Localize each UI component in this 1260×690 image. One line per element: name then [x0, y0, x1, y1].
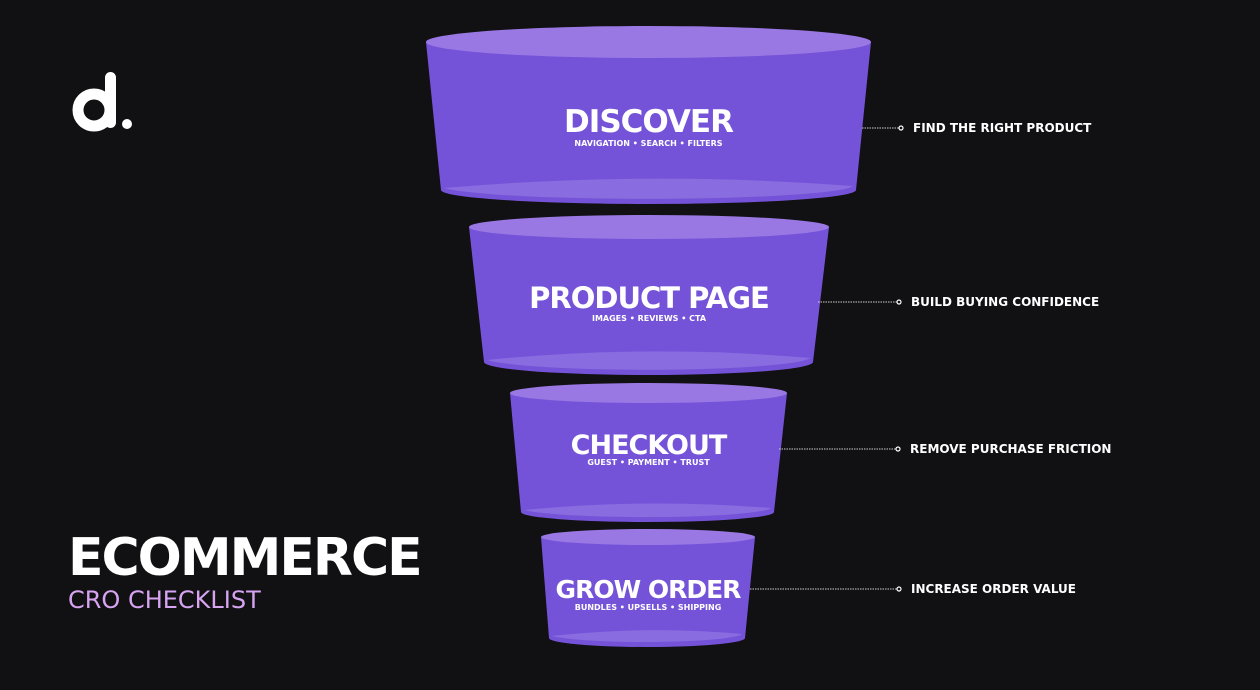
stage-subtitle: GUEST • PAYMENT • TRUST — [587, 458, 710, 467]
funnel-stage-body — [541, 537, 755, 647]
funnel-stage-body — [469, 227, 829, 376]
funnel-stage-body — [426, 42, 871, 205]
connector-dot-icon — [896, 299, 902, 305]
funnel-stage-rim — [541, 529, 755, 545]
page-title: ECOMMERCE — [68, 528, 423, 588]
connector-dot-icon — [898, 125, 904, 131]
stage-note: REMOVE PURCHASE FRICTION — [910, 442, 1111, 456]
page-subtitle: CRO CHECKLIST — [68, 586, 261, 614]
funnel-stage-bottom-highlight — [487, 351, 810, 370]
funnel-stage-rim — [426, 26, 871, 58]
stage-title: PRODUCT PAGE — [529, 281, 769, 315]
funnel-stage-bottom-highlight — [524, 503, 771, 518]
stage-title: DISCOVER — [564, 104, 734, 140]
stage-note: BUILD BUYING CONFIDENCE — [911, 295, 1099, 309]
connector-dot-icon — [895, 446, 901, 452]
stage-title: GROW ORDER — [556, 575, 742, 604]
stage-note: FIND THE RIGHT PRODUCT — [913, 121, 1092, 135]
d-logo-icon — [72, 72, 132, 132]
funnel-stage-rim — [469, 215, 829, 239]
funnel-stage-body — [510, 393, 787, 522]
stage-subtitle: BUNDLES • UPSELLS • SHIPPING — [575, 603, 722, 612]
stage-subtitle: IMAGES • REVIEWS • CTA — [592, 314, 707, 323]
stage-title: CHECKOUT — [571, 430, 728, 461]
funnel-stage-rim — [510, 383, 787, 403]
stage-note: INCREASE ORDER VALUE — [911, 582, 1076, 596]
connector-dot-icon — [896, 586, 902, 592]
funnel-stage-bottom-highlight — [444, 178, 853, 199]
funnel-stage-bottom-highlight — [552, 630, 742, 643]
stage-subtitle: NAVIGATION • SEARCH • FILTERS — [574, 139, 722, 148]
title-block: ECOMMERCE CRO CHECKLIST — [68, 528, 423, 614]
